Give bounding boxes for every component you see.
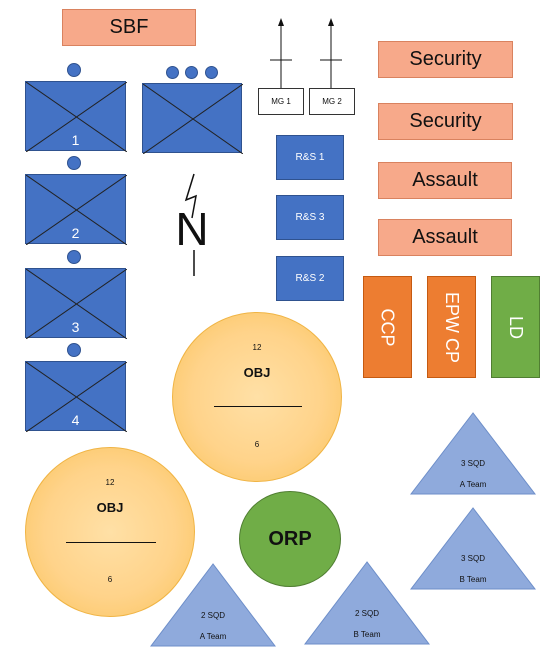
squad-label: 2 SQD	[200, 611, 225, 620]
mg-2-box: MG 2	[309, 88, 355, 115]
objective-divider	[66, 542, 156, 543]
unit-1-dot	[67, 63, 81, 77]
security-label-2: Security	[378, 103, 513, 140]
team-2b-triangle: 2 SQD B Team	[304, 561, 430, 645]
north-label: N	[175, 203, 209, 255]
ld-label: LD	[505, 315, 526, 339]
objective-bottom-number: 6	[107, 575, 113, 584]
rs-1-box: R&S 1	[276, 135, 344, 180]
hq-dot-3	[205, 66, 218, 79]
north-arrow: N	[168, 170, 214, 280]
squad-label: 2 SQD	[354, 609, 379, 618]
team-3b-triangle: 3 SQD B Team	[410, 507, 536, 590]
team-label: A Team	[459, 480, 487, 489]
north-arrow-icon	[184, 173, 197, 276]
unit-4-number: 4	[71, 412, 80, 428]
unit-4-symbol: 4	[25, 361, 127, 432]
unit-3-symbol: 3	[25, 268, 127, 339]
unit-3-number: 3	[71, 319, 80, 335]
mg-arrows	[270, 18, 342, 88]
triangle-icon	[304, 561, 430, 645]
objective-name: OBJ	[96, 500, 124, 515]
objective-top-number: 12	[105, 478, 115, 487]
unit-3-dot	[67, 250, 81, 264]
unit-1-symbol: 1	[25, 81, 127, 152]
cross-icon	[26, 269, 127, 339]
objective-bottom-number: 6	[254, 440, 260, 449]
rs-3-box: R&S 3	[276, 195, 344, 240]
security-label-1: Security	[378, 41, 513, 78]
team-label: A Team	[199, 632, 227, 641]
unit-2-number: 2	[71, 225, 80, 241]
rs-2-box: R&S 2	[276, 256, 344, 301]
assault-label-1: Assault	[378, 162, 512, 199]
ld-box: LD	[491, 276, 540, 378]
orp-circle: ORP	[239, 491, 341, 587]
triangle-icon	[410, 507, 536, 590]
cross-icon	[26, 82, 127, 152]
unit-1-number: 1	[71, 132, 80, 148]
team-label: B Team	[353, 630, 381, 639]
objective-name: OBJ	[243, 365, 271, 380]
objective-circle-2: 12 OBJ 6	[25, 447, 195, 617]
unit-2-symbol: 2	[25, 174, 127, 245]
team-2a-triangle: 2 SQD A Team	[150, 563, 276, 647]
hq-unit-symbol	[142, 83, 243, 154]
objective-divider	[214, 406, 302, 407]
triangle-icon	[150, 563, 276, 647]
ccp-label: CCP	[377, 307, 398, 347]
sbf-label: SBF	[62, 9, 196, 46]
epw-cp-box: EPW CP	[427, 276, 476, 378]
unit-2-dot	[67, 156, 81, 170]
ccp-box: CCP	[363, 276, 412, 378]
hq-dot-1	[166, 66, 179, 79]
mg-1-box: MG 1	[258, 88, 304, 115]
cross-icon	[26, 362, 127, 432]
triangle-icon	[410, 412, 536, 495]
cross-icon	[143, 84, 243, 154]
team-3a-triangle: 3 SQD A Team	[410, 412, 536, 495]
squad-label: 3 SQD	[460, 459, 485, 468]
arrow-up-icon	[328, 18, 334, 26]
hq-dot-2	[185, 66, 198, 79]
unit-4-dot	[67, 343, 81, 357]
arrow-up-icon	[278, 18, 284, 26]
cross-icon	[26, 175, 127, 245]
squad-label: 3 SQD	[460, 554, 485, 563]
team-label: B Team	[459, 575, 487, 584]
objective-top-number: 12	[252, 343, 262, 352]
assault-label-2: Assault	[378, 219, 512, 256]
objective-circle-1: 12 OBJ 6	[172, 312, 342, 482]
epw-cp-label: EPW CP	[442, 291, 463, 363]
